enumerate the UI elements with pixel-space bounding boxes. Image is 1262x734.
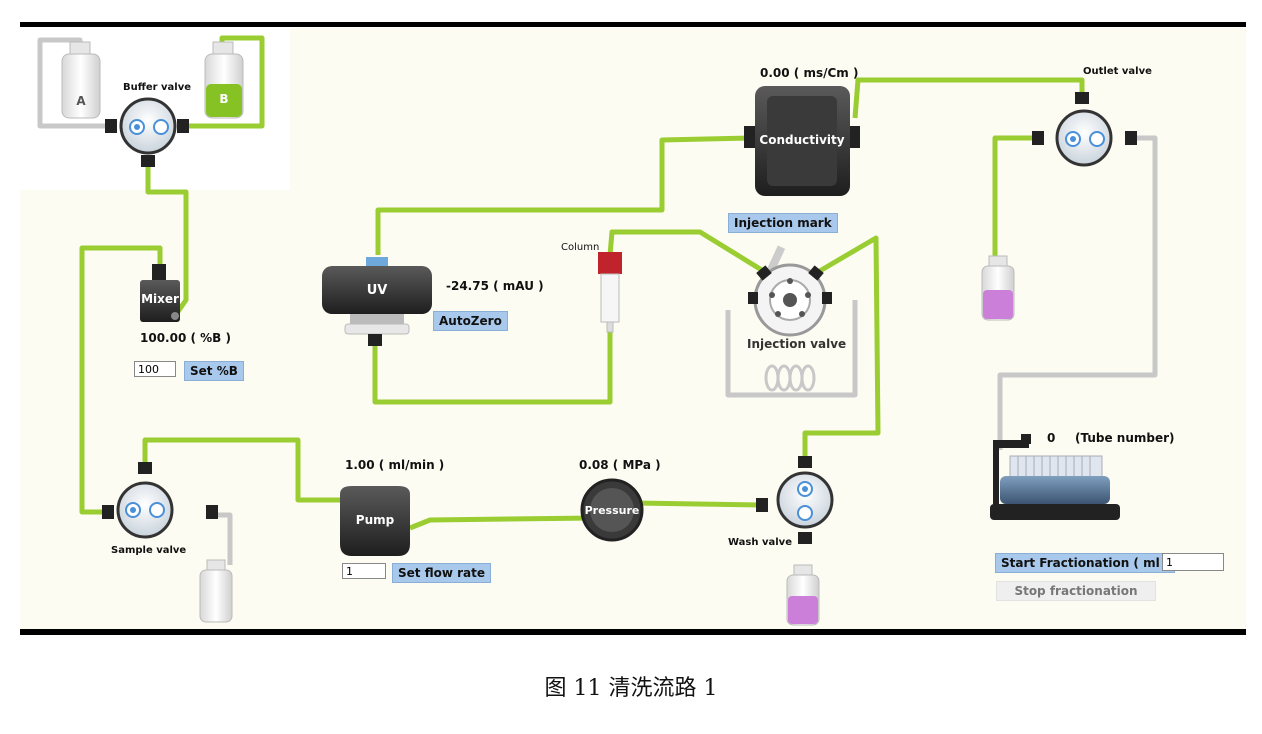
column-icon (598, 252, 622, 333)
uv-reading: -24.75 ( mAU ) (446, 279, 544, 293)
injection-valve-label: Injection valve (747, 337, 847, 351)
uv-label: UV (367, 283, 388, 298)
injection-valve-icon (748, 245, 832, 337)
sample-loop-icon (764, 364, 816, 392)
pressure-gauge-icon (580, 478, 644, 542)
flow-rate-input[interactable] (342, 563, 386, 579)
mixer-label: Mixer (141, 292, 179, 306)
outlet-bottle-icon (981, 255, 1015, 321)
start-fractionation-button[interactable]: Start Fractionation ( ml ) (995, 553, 1176, 573)
bottle-b-label: B (219, 92, 228, 106)
stop-fractionation-button[interactable]: Stop fractionation (996, 581, 1156, 601)
conductivity-label: Conductivity (759, 133, 844, 147)
set-flow-rate-button[interactable]: Set flow rate (392, 563, 491, 583)
green-tubing (79, 35, 1085, 531)
bottle-a-label: A (76, 94, 86, 108)
percent-b-reading: 100.00 ( %B ) (140, 331, 231, 345)
conductivity-reading: 0.00 ( ms/Cm ) (760, 66, 859, 80)
pressure-reading: 0.08 ( MPa ) (579, 458, 661, 472)
sample-valve-icon (102, 462, 218, 539)
conductivity-cell-icon (744, 86, 860, 196)
buffer-valve-icon (105, 97, 189, 167)
outlet-valve-label: Outlet valve (1083, 66, 1152, 77)
bottom-rule (20, 629, 1246, 635)
pump-icon (340, 486, 410, 556)
pressure-label: Pressure (585, 504, 640, 517)
wash-valve-label: Wash valve (728, 537, 792, 548)
set-percent-b-button[interactable]: Set %B (184, 361, 244, 381)
gray-tubing (37, 37, 1158, 565)
figure-caption: 图 11 清洗流路 1 (544, 676, 718, 701)
fraction-collector-icon (990, 434, 1120, 520)
tube-number-value: 0 (1047, 431, 1056, 445)
bottle-b-icon (204, 41, 244, 119)
sample-bottle-icon (199, 559, 233, 623)
pump-label: Pump (356, 513, 395, 527)
bottle-a-icon (61, 41, 101, 119)
fraction-volume-input[interactable] (1162, 553, 1224, 571)
outlet-valve-icon (1032, 92, 1137, 167)
percent-b-input[interactable] (134, 361, 176, 377)
buffer-valve-label: Buffer valve (123, 82, 192, 93)
autozero-button[interactable]: AutoZero (433, 311, 508, 331)
injection-mark-button[interactable]: Injection mark (728, 213, 838, 233)
mixer-icon (140, 264, 180, 322)
sample-valve-label: Sample valve (111, 545, 187, 556)
column-label: Column (561, 242, 600, 253)
tube-number-label: (Tube number) (1075, 431, 1175, 445)
flow-rate-reading: 1.00 ( ml/min ) (345, 458, 445, 472)
uv-detector-icon (322, 257, 432, 346)
wash-valve-icon (756, 456, 834, 544)
wash-bottle-icon (786, 564, 820, 626)
top-rule (20, 22, 1246, 27)
